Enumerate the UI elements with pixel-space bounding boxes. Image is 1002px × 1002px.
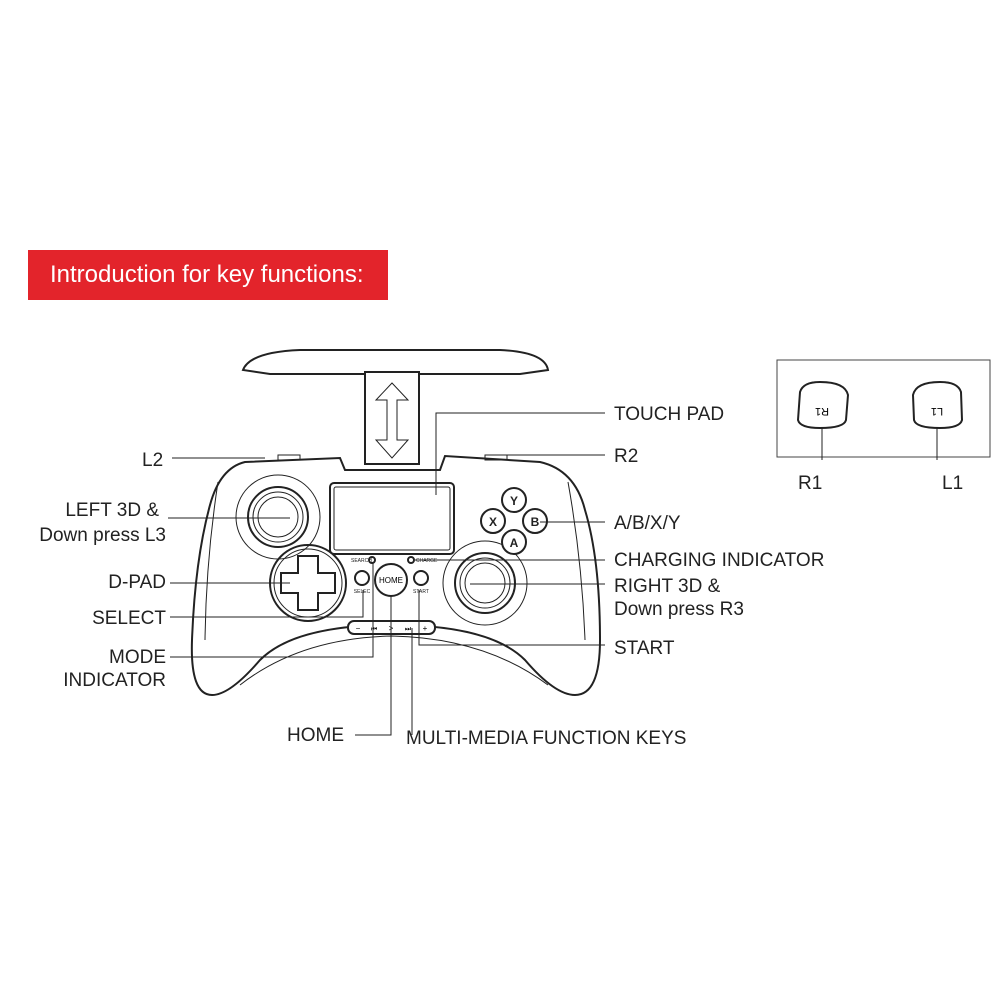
svg-text:CHARGE: CHARGE [416,558,438,564]
svg-text:Y: Y [510,494,518,508]
svg-text:B: B [531,515,540,529]
label-charging: CHARGING INDICATOR [614,550,824,571]
svg-text:⏮: ⏮ [371,626,377,633]
label-multimedia: MULTI-MEDIA FUNCTION KEYS [406,728,686,749]
extend-arrow-icon [374,382,410,459]
svg-text:⏭: ⏭ [405,626,412,633]
label-r1: R1 [798,473,822,494]
touch-pad [329,482,455,555]
svg-text:START: START [413,589,429,595]
label-r2: R2 [614,446,638,467]
button-x: X [480,508,506,534]
button-a: A [501,529,527,555]
svg-text:−: − [356,624,361,633]
button-y: Y [501,487,527,513]
label-l2: L2 [142,450,163,471]
search-led [368,556,376,564]
label-dpad: D-PAD [108,572,166,593]
label-right-3d-2: Down press R3 [614,599,744,620]
r2-trigger [484,454,508,461]
label-start: START [614,638,675,659]
right-stick [442,540,528,626]
banner-title: Introduction for key functions: [28,250,388,300]
l1-button: L1 [911,380,964,430]
svg-text:SEARCH: SEARCH [351,558,372,564]
label-abxy: A/B/X/Y [614,513,681,534]
svg-text:A: A [510,536,519,550]
label-touch-pad: TOUCH PAD [614,404,724,425]
start-button: START [413,570,429,595]
charge-led [407,556,415,564]
phone-holder-clamp [241,349,550,375]
button-b: B [522,508,548,534]
select-button: SELEC [354,570,371,595]
svg-text:+: + [423,624,428,633]
label-select: SELECT [92,608,166,629]
svg-text:R1: R1 [815,405,829,417]
label-home: HOME [287,725,344,746]
label-mode-2: INDICATOR [63,670,166,691]
leader-lines [168,412,605,736]
label-l1: L1 [942,473,963,494]
label-left-3d-2: Down press L3 [39,525,166,546]
svg-text:HOME: HOME [379,576,403,585]
r1-button: R1 [796,380,850,430]
label-left-3d: LEFT 3D & [65,500,159,521]
svg-text:SELEC: SELEC [354,589,371,595]
label-right-3d: RIGHT 3D & [614,576,721,597]
l2-trigger [277,454,301,461]
svg-text:X: X [489,515,497,529]
holder-stand [364,371,420,465]
label-mode: MODE [109,647,166,668]
svg-text:L1: L1 [931,405,943,417]
